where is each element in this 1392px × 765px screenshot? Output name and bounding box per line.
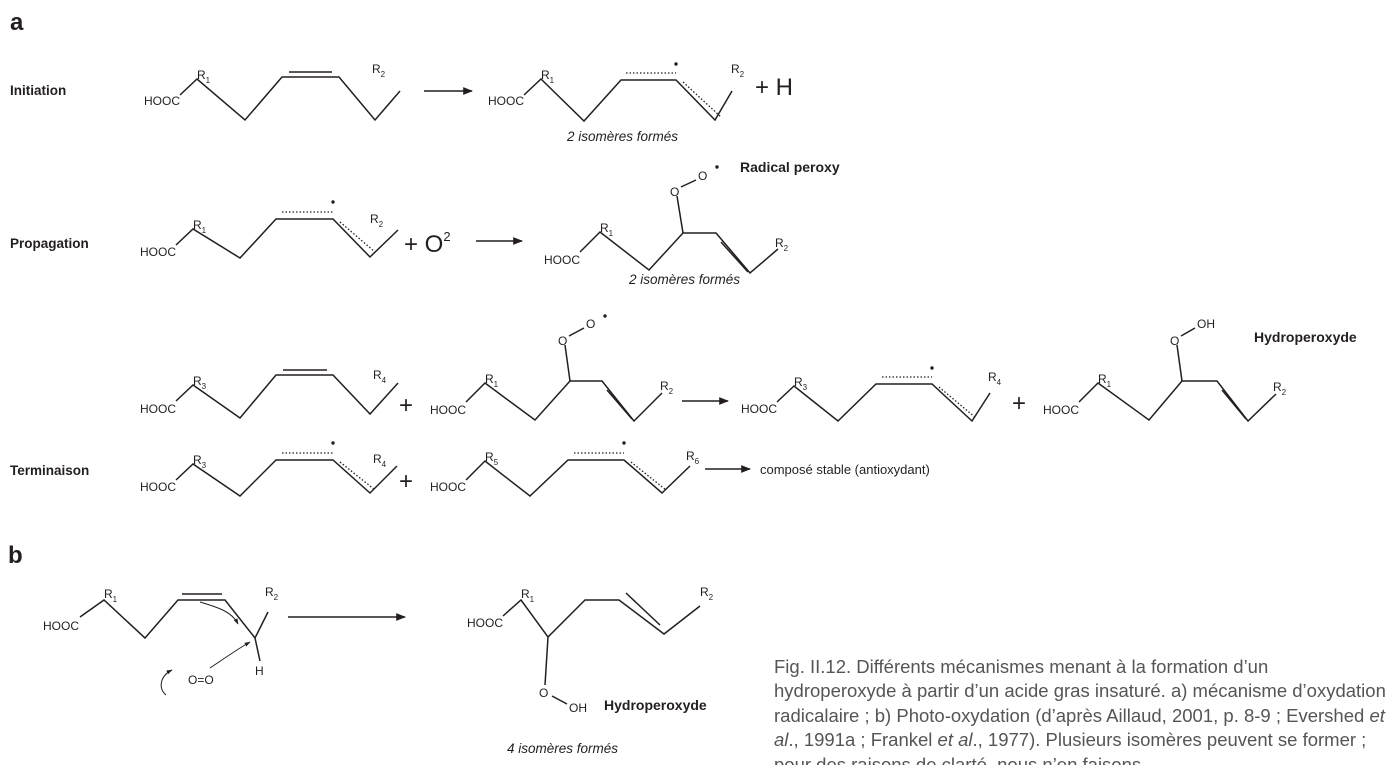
svg-text:R1: R1 [1098, 372, 1112, 389]
alkyl-radical-molecule: HOOC R3 R4 [140, 441, 398, 497]
radical-peroxy-label: Radical peroxy [740, 159, 840, 175]
panel-a-label: a [10, 9, 24, 36]
isomers-note: 2 isomères formés [566, 129, 678, 144]
svg-text:O: O [670, 185, 679, 199]
svg-text:OH: OH [1197, 317, 1215, 331]
svg-text:HOOC: HOOC [140, 402, 176, 416]
hydroperoxide-label: Hydroperoxyde [604, 697, 707, 713]
alkyl-radical-molecule: HOOC R1 R2 [488, 62, 745, 123]
plus-sign: + [399, 468, 413, 495]
svg-text:R1: R1 [541, 68, 555, 85]
svg-text:R1: R1 [197, 68, 211, 85]
svg-text:R1: R1 [104, 587, 118, 604]
singlet-oxygen: O=O [188, 673, 214, 687]
fatty-acid-molecule: HOOC R1 R2 [144, 62, 401, 122]
svg-text:HOOC: HOOC [430, 480, 466, 494]
svg-text:HOOC: HOOC [1043, 403, 1079, 417]
svg-text:O: O [539, 686, 548, 700]
svg-text:HOOC: HOOC [140, 480, 176, 494]
svg-text:R2: R2 [1273, 380, 1287, 397]
svg-text:R2: R2 [370, 212, 384, 229]
peroxy-radical-molecule: HOOC O O R1 R2 [544, 165, 789, 275]
svg-text:R5: R5 [485, 450, 499, 467]
svg-text:R2: R2 [700, 585, 714, 602]
alkyl-radical-molecule: HOOC R5 R6 [430, 441, 700, 497]
svg-text:HOOC: HOOC [544, 253, 580, 267]
svg-text:O: O [586, 317, 595, 331]
panel-b-label: b [8, 542, 23, 569]
svg-text:HOOC: HOOC [467, 616, 503, 630]
peroxy-radical-molecule: HOOC O O R1 R2 [430, 314, 674, 423]
svg-text:HOOC: HOOC [144, 94, 180, 108]
fatty-acid-molecule: HOOC R3 R4 [140, 368, 399, 420]
alkyl-radical-molecule: HOOC R3 R4 [741, 366, 1002, 423]
svg-text:HOOC: HOOC [741, 402, 777, 416]
svg-text:HOOC: HOOC [43, 619, 79, 633]
svg-text:R3: R3 [193, 453, 207, 470]
svg-text:R1: R1 [485, 372, 499, 389]
svg-text:R1: R1 [600, 221, 614, 238]
svg-text:R1: R1 [193, 218, 207, 235]
svg-text:R3: R3 [794, 375, 808, 392]
hydroperoxide-label: Hydroperoxyde [1254, 329, 1357, 345]
svg-text:R4: R4 [988, 370, 1002, 387]
svg-text:R2: R2 [372, 62, 386, 79]
svg-text:OH: OH [569, 701, 587, 715]
isomers-note: 4 isomères formés [507, 741, 618, 756]
svg-text:HOOC: HOOC [488, 94, 524, 108]
svg-text:O: O [1170, 334, 1179, 348]
svg-text:O: O [558, 334, 567, 348]
stage-label-initiation: Initiation [10, 83, 66, 98]
svg-text:R1: R1 [521, 587, 535, 604]
svg-text:H: H [255, 664, 264, 678]
svg-text:R4: R4 [373, 368, 387, 385]
svg-text:R6: R6 [686, 449, 700, 466]
fatty-acid-molecule: HOOC H R1 R2 O=O [43, 585, 279, 696]
stage-label-termination: Terminaison [10, 463, 89, 478]
figure-caption: Fig. II.12. Différents mécanismes menant… [774, 656, 1386, 765]
isomers-note: 2 isomères formés [628, 272, 740, 287]
svg-text:HOOC: HOOC [140, 245, 176, 259]
svg-text:R4: R4 [373, 452, 387, 469]
plus-oxygen-label: + O2 [404, 229, 451, 258]
stage-label-propagation: Propagation [10, 236, 89, 251]
svg-text:HOOC: HOOC [430, 403, 466, 417]
svg-text:O: O [698, 169, 707, 183]
alkyl-radical-molecule: HOOC R1 R2 [140, 200, 399, 259]
plus-hydrogen-label: + H [755, 74, 793, 101]
hydroperoxide-molecule: HOOC O OH R1 R2 [1043, 317, 1287, 423]
svg-text:R2: R2 [265, 585, 279, 602]
svg-text:R2: R2 [775, 236, 789, 253]
plus-sign: + [399, 392, 413, 419]
svg-text:R2: R2 [660, 379, 674, 396]
stable-compound-label: composé stable (antioxydant) [760, 462, 930, 477]
svg-text:R2: R2 [731, 62, 745, 79]
svg-text:R3: R3 [193, 374, 207, 391]
hydroperoxide-molecule: HOOC O OH R1 R2 [467, 585, 714, 715]
plus-sign: + [1012, 390, 1026, 417]
